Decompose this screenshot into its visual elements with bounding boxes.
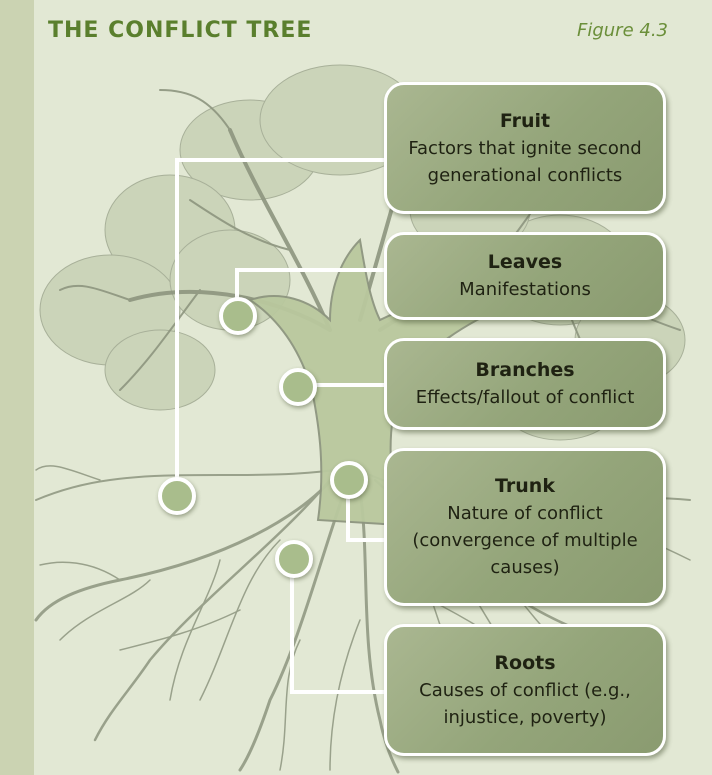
figure-title: THE CONFLICT TREE (48, 18, 313, 43)
leaves-marker-dot (219, 297, 257, 335)
leaves-connector (235, 268, 386, 305)
trunk-connector (346, 495, 386, 542)
fruit-marker-dot (158, 477, 196, 515)
leaves-box: Leaves Manifestations (384, 232, 666, 320)
fruit-box: Fruit Factors that ignite second generat… (384, 82, 666, 214)
roots-title: Roots (494, 651, 556, 674)
figure-number: Figure 4.3 (576, 20, 668, 41)
leaves-description: Manifestations (459, 279, 591, 300)
roots-marker-dot (275, 540, 313, 578)
fruit-description: Factors that ignite second generational … (408, 137, 642, 186)
branches-box: Branches Effects/fallout of conflict (384, 338, 666, 430)
connector-lines (175, 158, 386, 694)
branches-description: Effects/fallout of conflict (415, 387, 635, 408)
trunk-description: Nature of conflict (convergence of multi… (412, 503, 638, 578)
branches-marker-dot (279, 368, 317, 406)
branches-title: Branches (475, 359, 575, 381)
roots-connector (290, 570, 386, 694)
trunk-title: Trunk (495, 475, 555, 497)
fruit-connector (175, 158, 386, 490)
roots-description: Causes of conflict (e.g., injustice, pov… (419, 679, 631, 728)
fruit-title: Fruit (499, 109, 551, 132)
leaves-title: Leaves (487, 251, 563, 273)
trunk-marker-dot (330, 461, 368, 499)
trunk-box: Trunk Nature of conflict (convergence of… (384, 448, 666, 606)
left-side-bar (0, 0, 34, 775)
roots-box: Roots Causes of conflict (e.g., injustic… (384, 624, 666, 756)
